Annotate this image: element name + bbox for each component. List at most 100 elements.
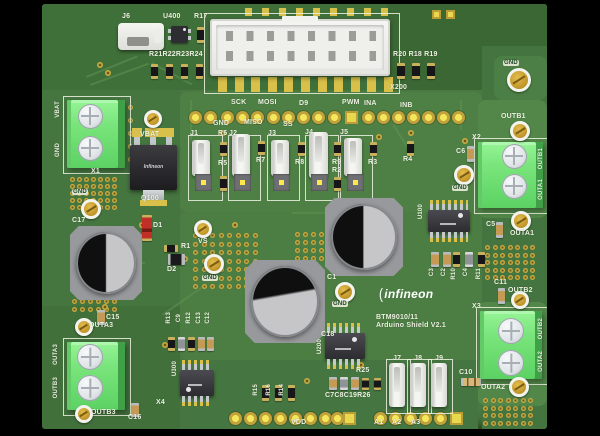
silkscreen-label: R16: [266, 384, 272, 396]
idc-solder-pad: [347, 8, 354, 16]
via: [218, 275, 224, 281]
silkscreen-label: OUTA3: [89, 322, 114, 329]
silkscreen-label: X200: [390, 84, 408, 91]
via: [227, 267, 232, 272]
via: [77, 198, 82, 203]
header-pad: [228, 412, 242, 425]
header-pad: [433, 412, 447, 425]
silkscreen-label: C10: [459, 369, 473, 376]
logo-text: infineon: [384, 287, 434, 301]
silkscreen-label: R10: [451, 268, 457, 280]
capacitor-c18: [245, 260, 325, 343]
transistor-q100: Infineon: [130, 128, 177, 206]
component-rv: [288, 385, 295, 401]
connector-j6: [118, 23, 164, 50]
test-point-gnd-right: [454, 165, 474, 185]
silkscreen-label: U100: [418, 204, 424, 220]
component-rv: [197, 27, 204, 43]
via: [500, 260, 505, 265]
silkscreen-label: GND: [503, 60, 519, 67]
terminal-x4: [67, 342, 125, 410]
component-rv: [370, 142, 377, 156]
via: [515, 252, 520, 258]
via: [483, 413, 488, 418]
jumper-outline: [267, 135, 300, 201]
via: [490, 413, 496, 418]
via: [112, 191, 117, 196]
via: [515, 275, 520, 280]
via: [235, 284, 241, 289]
via: [528, 413, 533, 418]
silkscreen-label: C16: [128, 414, 142, 421]
silkscreen-label: J1: [190, 130, 199, 137]
via: [492, 275, 498, 280]
screw-slot: [79, 410, 89, 418]
via: [227, 275, 232, 281]
via: [507, 275, 513, 280]
terminal-outline: [474, 138, 547, 214]
via: [210, 284, 215, 289]
header-pad: [296, 111, 310, 124]
jumper-shunt: [232, 134, 250, 176]
jumper-shunt: [192, 140, 210, 176]
component-rv: [453, 252, 460, 267]
terminal-screw: [501, 143, 527, 169]
silkscreen-label: OUTA2: [538, 351, 544, 372]
via: [498, 398, 503, 403]
silkscreen-label: INB: [400, 102, 413, 109]
via: [244, 258, 249, 264]
test-point-outb3: [75, 405, 93, 423]
idc-key-notch: [282, 16, 318, 23]
via: [182, 256, 188, 262]
silkscreen-label: R3: [368, 159, 378, 166]
capacitor-c1: [325, 198, 403, 276]
header-pad: [203, 111, 217, 124]
header-pad: [281, 111, 295, 124]
component-rv: [168, 337, 175, 351]
screw-slot: [514, 127, 526, 135]
component-tan: [207, 337, 214, 351]
via: [500, 252, 505, 258]
infineon-logo: (infineon: [379, 285, 434, 303]
silkscreen-label: GND: [213, 120, 230, 127]
silkscreen-label: R9: [332, 159, 342, 166]
idc-solder-pad: [364, 8, 371, 16]
jumper-shunt: [389, 363, 405, 407]
component-tan: [496, 222, 503, 238]
via: [500, 267, 505, 273]
screw-slot: [512, 75, 526, 85]
via: [530, 245, 535, 250]
via: [303, 240, 308, 245]
silkscreen-label: C2: [441, 268, 447, 277]
jumper-shunt: [344, 138, 362, 176]
silkscreen-label: OUTA2: [481, 384, 506, 391]
header-pad: [418, 412, 432, 425]
component-gry: [465, 252, 473, 267]
component-rv: [166, 64, 173, 79]
component-rv: [427, 63, 435, 79]
via: [462, 138, 468, 144]
via: [91, 184, 96, 189]
test-point-gnd-left: [81, 199, 101, 219]
silkscreen-label: J9: [435, 355, 444, 362]
via: [520, 413, 526, 418]
silkscreen-label: A3: [411, 419, 421, 426]
header-pad: [361, 111, 375, 124]
jumper-pad: [273, 174, 290, 191]
via: [244, 250, 249, 255]
component-rv: [188, 337, 195, 351]
via: [252, 241, 258, 247]
via: [498, 420, 503, 426]
terminal-screw: [501, 173, 527, 199]
silkscreen-label: R14: [279, 384, 285, 396]
terminal-outline: [63, 338, 131, 416]
silkscreen-label: GND: [452, 185, 468, 192]
header-pad: [311, 111, 325, 124]
silkscreen-label: A2: [392, 419, 402, 426]
silkscreen-label: J3: [268, 130, 277, 137]
header-pad: [258, 412, 272, 425]
via: [96, 299, 101, 304]
via: [70, 198, 75, 203]
connector-slot: [127, 37, 149, 46]
via: [513, 413, 518, 418]
